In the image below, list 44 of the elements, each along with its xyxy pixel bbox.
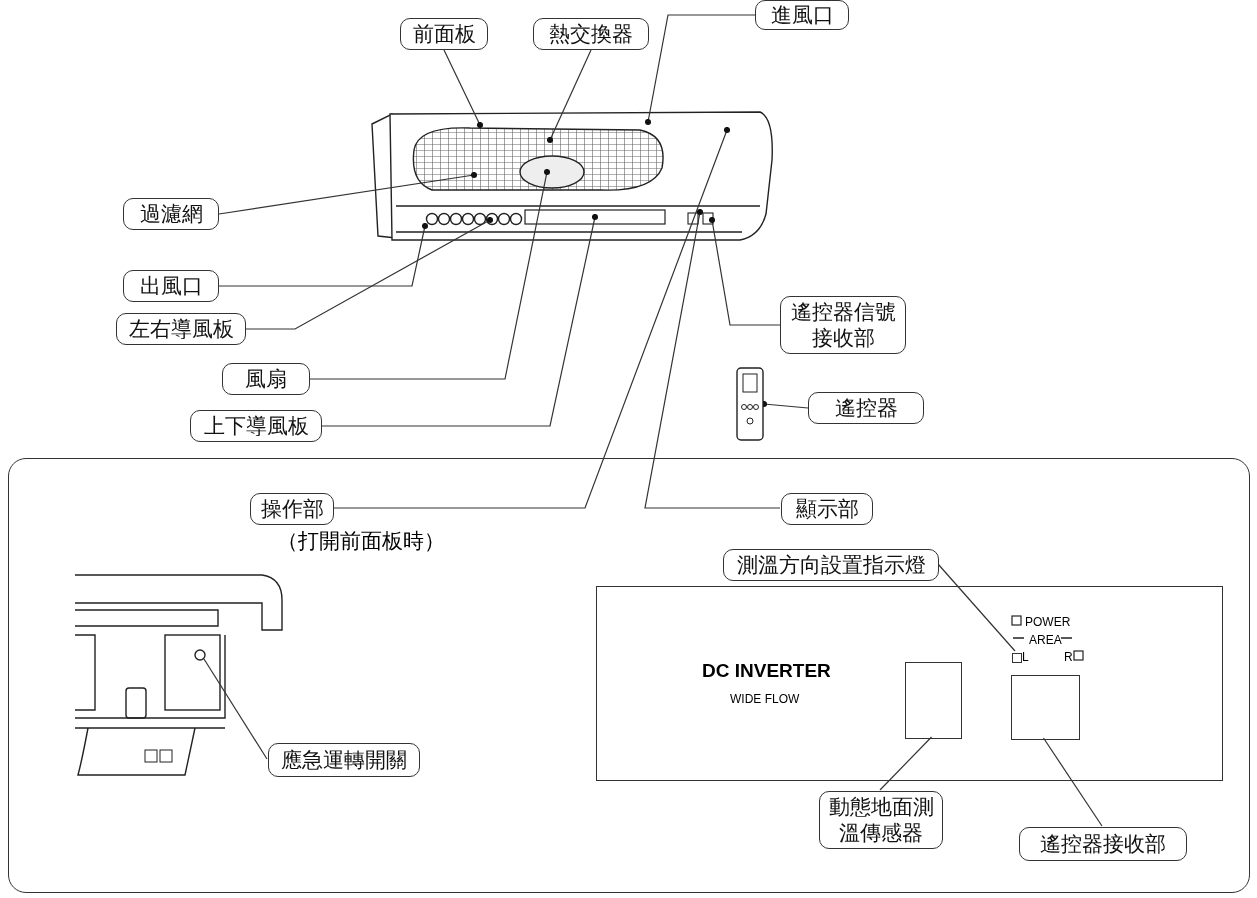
leader-line [245, 216, 494, 330]
leader-line [644, 208, 781, 509]
leader-line [218, 222, 429, 287]
callout-label: 過濾網 [123, 198, 219, 230]
callout-label: 應急運轉開關 [268, 743, 420, 777]
callout-label: 操作部 [250, 493, 334, 525]
leader-line [321, 213, 599, 427]
leader-line [332, 126, 731, 509]
callout-label: 遙控器信號接收部 [780, 296, 906, 354]
leader-line [937, 563, 1016, 652]
callout-label: 測溫方向設置指示燈 [723, 549, 939, 581]
remote-control-drawing [736, 367, 764, 441]
indicator-label: R [1064, 650, 1073, 664]
detail-panel [8, 458, 1250, 893]
callout-label: 上下導風板 [190, 410, 322, 442]
indicator-label: POWER [1025, 615, 1071, 629]
indicator-label: AREA [1029, 633, 1062, 647]
leader-line [218, 171, 478, 215]
leader-line [1042, 737, 1103, 827]
leader-line [708, 216, 781, 326]
leader-line [879, 736, 933, 791]
callout-label: 遙控器 [808, 392, 924, 424]
leader-line [309, 168, 551, 380]
sensor-window [905, 662, 962, 739]
leader-line [203, 658, 268, 760]
leader-line [546, 49, 592, 144]
indicator-label: L [1022, 650, 1029, 664]
display-panel [596, 586, 1223, 781]
callout-label: 顯示部 [781, 493, 873, 525]
callout-label: 遙控器接收部 [1019, 827, 1187, 861]
callout-label: 熱交換器 [533, 18, 649, 50]
callout-label: 動態地面測溫傳感器 [819, 791, 943, 849]
callout-label: 前面板 [400, 18, 488, 50]
receiver-window [1011, 675, 1080, 740]
panel-text: DC INVERTER [702, 660, 831, 682]
callout-label: 進風口 [755, 0, 849, 30]
callout-label: 出風口 [123, 270, 219, 302]
panel-text: WIDE FLOW [730, 692, 800, 706]
callout-label: 左右導風板 [116, 313, 246, 345]
callout-label: 風扇 [222, 363, 310, 395]
leader-line [443, 49, 484, 129]
leader-line [644, 14, 756, 126]
indicator-lamp-icon [1012, 653, 1022, 663]
caption-text: （打開前面板時） [277, 528, 445, 555]
